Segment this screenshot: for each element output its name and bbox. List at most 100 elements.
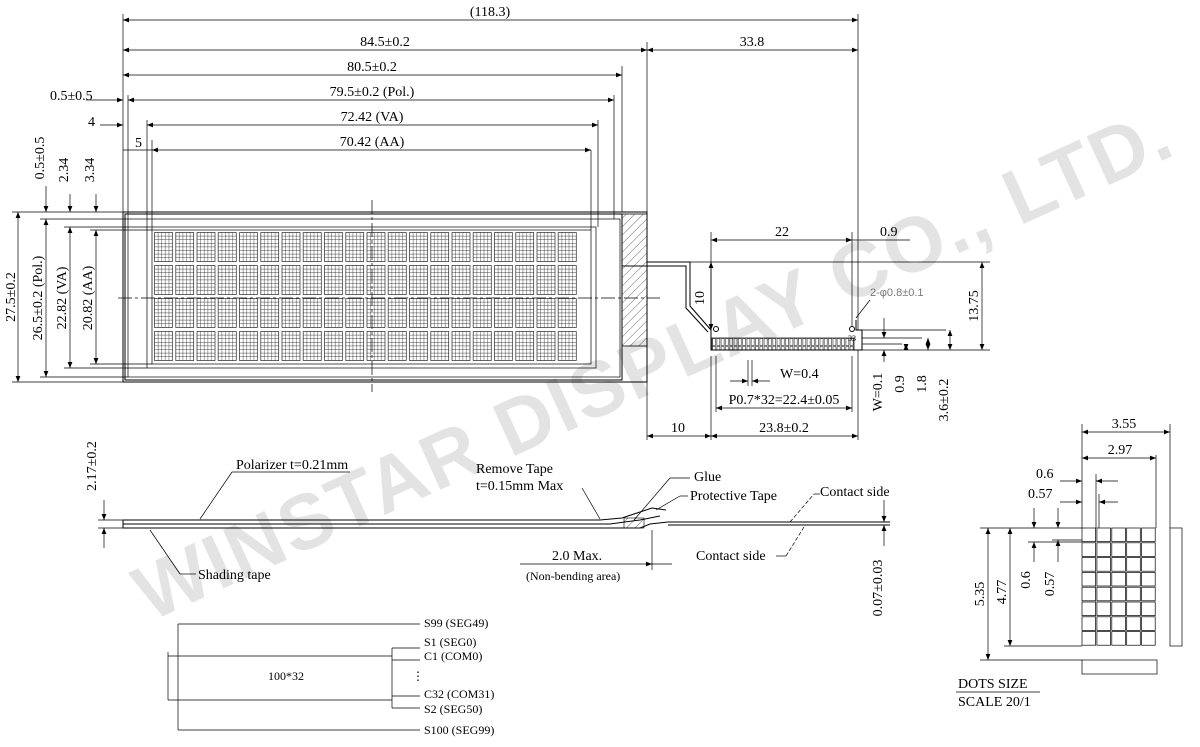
- dim-height-outline: 27.5±0.2: [4, 272, 19, 322]
- dot-cell: [1096, 601, 1111, 616]
- fpc-pin-label: 33: [848, 334, 856, 343]
- dot-cell: [1126, 557, 1141, 572]
- lcd-top-view: 33: [118, 200, 863, 392]
- fpc-hole-left: [713, 326, 719, 332]
- dim-left-c: 3.34: [83, 158, 98, 183]
- label-remove-tape-2: t=0.15mm Max: [476, 479, 563, 494]
- dot-cell: [1111, 572, 1126, 587]
- dim-offset-c: 5: [135, 136, 142, 151]
- dot-cell: [1126, 542, 1141, 557]
- dim-dot-477: 4.77: [995, 580, 1010, 605]
- fpc-holes-label: 2-φ0.8±0.1: [870, 287, 924, 299]
- dot-cell: [1126, 616, 1141, 631]
- dim-fpc-thickness: 0.07±0.03: [871, 560, 886, 617]
- fpc-pins: [711, 337, 855, 351]
- dot-cell: [1081, 572, 1096, 587]
- dot-cell: [1096, 557, 1111, 572]
- dim-height-va: 22.82 (VA): [55, 266, 70, 329]
- dim-offset-b: 4: [88, 115, 95, 130]
- fpc-dimensions: 22 0.9 10 13.75 2-φ0.8±0.1 W=0.4 P0.7*32…: [646, 225, 990, 440]
- label-protective-tape: Protective Tape: [690, 489, 777, 504]
- dot-cell: [1096, 631, 1111, 646]
- dim-fpc-10: 10: [693, 291, 708, 305]
- dim-overall: (118.3): [470, 5, 511, 20]
- circuit-s2: S2 (SEG50): [424, 702, 482, 716]
- dim-fpc-09: 0.9: [880, 225, 898, 240]
- dot-cell: [1081, 557, 1096, 572]
- dim-v36: 3.6±0.2: [937, 379, 952, 422]
- active-area: [151, 229, 592, 365]
- dim-va: 72.42 (VA): [341, 110, 404, 125]
- dot-cell: [1141, 557, 1156, 572]
- circuit-s99: S99 (SEG49): [424, 616, 488, 630]
- dim-tail: 33.8: [740, 35, 765, 50]
- dim-v09: 0.9: [893, 375, 908, 393]
- circuit-c32: C32 (COM31): [424, 687, 494, 701]
- dim-fpc-offset: 10: [671, 421, 685, 436]
- dot-cell: [1141, 542, 1156, 557]
- label-nonbend-2: (Non-bending area): [526, 569, 620, 583]
- dots-title: DOTS SIZE: [958, 677, 1028, 692]
- dim-dot-w06: 0.6: [1036, 467, 1054, 482]
- label-shading-tape: Shading tape: [198, 568, 271, 583]
- dot-cell: [1081, 631, 1096, 646]
- circuit-dots: ⋮: [412, 669, 424, 683]
- dot-cell: [1126, 601, 1141, 616]
- dim-fpc-1375: 13.75: [967, 290, 982, 322]
- fpc-hole-right: [849, 326, 855, 332]
- dim-pol: 79.5±0.2 (Pol.): [330, 85, 415, 100]
- dim-outline: 84.5±0.2: [360, 35, 410, 50]
- left-dimensions: 27.5±0.2 26.5±0.2 (Pol.) 22.82 (VA) 20.8…: [4, 137, 152, 383]
- watermark: WINSTAR DISPLAY CO., LTD.: [121, 89, 1186, 638]
- label-polarizer: Polarizer t=0.21mm: [236, 458, 348, 473]
- dot-cell: [1096, 527, 1111, 542]
- dim-thickness: 2.17±0.2: [85, 441, 100, 491]
- dot-cell: [1126, 586, 1141, 602]
- dot-cell: [1126, 631, 1141, 646]
- label-contact-bottom: Contact side: [696, 549, 766, 564]
- dim-fpc-22: 22: [775, 225, 789, 240]
- dim-dot-w057: 0.57: [1028, 487, 1053, 502]
- label-nonbend-1: 2.0 Max.: [552, 549, 602, 564]
- dot-cell: [1081, 601, 1096, 616]
- dim-glass: 80.5±0.2: [347, 60, 397, 75]
- dot-cell: [1096, 572, 1111, 587]
- dot-cell: [1141, 586, 1156, 602]
- dot-cell: [1141, 616, 1156, 631]
- dot-cell: [1141, 527, 1156, 542]
- dim-fpc-width: 23.8±0.2: [759, 421, 809, 436]
- glue-blob: [623, 517, 645, 529]
- circuit-s1: S1 (SEG0): [424, 635, 476, 649]
- dot-cell: [1111, 527, 1126, 542]
- dot-grid: [1081, 527, 1156, 646]
- label-remove-tape-1: Remove Tape: [476, 462, 553, 477]
- dim-left-a: 0.5±0.5: [33, 137, 48, 180]
- label-contact-top: Contact side: [820, 485, 890, 500]
- dot-matrix: [153, 231, 578, 363]
- dot-cell: [1141, 572, 1156, 587]
- dot-cell: [1096, 542, 1111, 557]
- dot-cell: [1141, 631, 1156, 646]
- dot-cell: [1111, 557, 1126, 572]
- dim-w01: W=0.1: [871, 373, 886, 412]
- dim-aa: 70.42 (AA): [340, 135, 405, 150]
- circuit-s100: S100 (SEG99): [424, 723, 494, 737]
- dot-cell: [1081, 586, 1096, 602]
- dot-cell: [1126, 572, 1141, 587]
- dot-cell: [1111, 631, 1126, 646]
- dim-v18: 1.8: [915, 375, 930, 393]
- dot-cell: [1096, 586, 1111, 602]
- dim-pin-pitch: P0.7*32=22.4±0.05: [729, 393, 840, 408]
- fpc-bend-area: [621, 265, 648, 347]
- dim-pin-width: W=0.4: [780, 367, 819, 382]
- dim-dot-h06: 0.6: [1019, 571, 1034, 589]
- dot-cell: [1111, 542, 1126, 557]
- dot-cell: [1081, 616, 1096, 631]
- label-glue: Glue: [694, 470, 721, 485]
- circuit-matrix: 100*32: [268, 669, 304, 683]
- circuit-c1: C1 (COM0): [424, 649, 482, 663]
- side-view: 2.17±0.2 Polarizer t=0.21mm Remove Tape …: [85, 441, 890, 616]
- fpc-bond-area: [621, 213, 648, 267]
- dim-offset-a: 0.5±0.5: [50, 89, 93, 104]
